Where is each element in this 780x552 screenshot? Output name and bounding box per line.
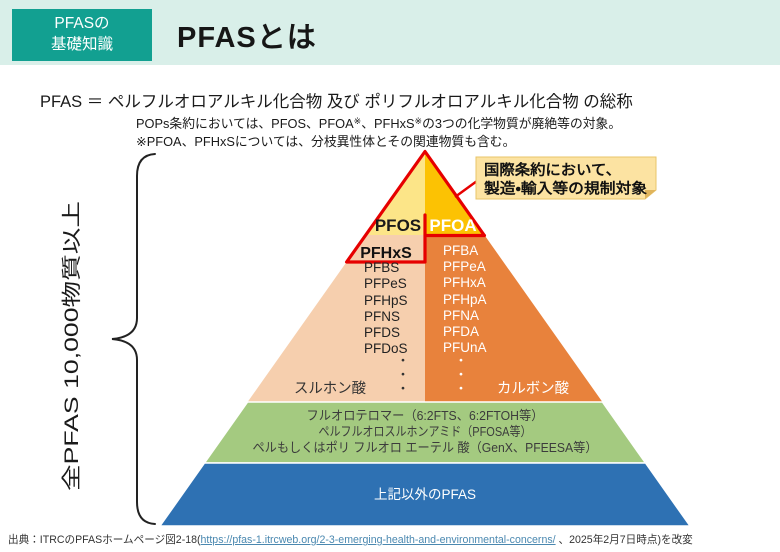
green-band-line: フルオロテロマー（6:2FTS、6:2FTOH等） bbox=[307, 408, 544, 423]
carboxylate-item: PFHpA bbox=[443, 292, 487, 307]
pyramid-blue-band bbox=[158, 462, 692, 527]
note1-b: 、PFHxS bbox=[361, 116, 415, 131]
source-suffix: 、2025年2月7日時点)を改変 bbox=[555, 534, 693, 546]
carboxylate-group-label: カルボン酸 bbox=[497, 380, 569, 397]
blue-band-label: 上記以外のPFAS bbox=[374, 487, 476, 502]
source-note: 出典：ITRCのPFASホームページ図2-18(https://pfas-1.i… bbox=[8, 532, 693, 547]
sulfonate-group-label: スルホン酸 bbox=[294, 380, 366, 397]
sulfonate-item: PFNS bbox=[364, 309, 400, 324]
pfhxs-label: PFHxS bbox=[360, 245, 412, 262]
badge-line2: 基礎知識 bbox=[50, 36, 113, 53]
pfoa-label: PFOA bbox=[429, 216, 476, 235]
carboxylate-ellipsis-dot: ・ bbox=[454, 353, 467, 368]
carboxylate-item: PFDA bbox=[443, 324, 479, 339]
sulfonate-ellipsis-dot: ・ bbox=[396, 381, 409, 396]
note1-sup1: ※ bbox=[353, 116, 362, 126]
definition-notes: POPs条約においては、PFOS、PFOA※、PFHxS※の3つの化学物質が廃絶… bbox=[136, 115, 633, 150]
definition-note1: POPs条約においては、PFOS、PFOA※、PFHxS※の3つの化学物質が廃絶… bbox=[136, 115, 633, 133]
definition-heading: PFAS ＝ ペルフルオロアルキル化合物 及び ポリフルオロアルキル化合物 の総… bbox=[40, 93, 633, 111]
definition-block: PFAS ＝ ペルフルオロアルキル化合物 及び ポリフルオロアルキル化合物 の総… bbox=[40, 88, 633, 150]
source-link[interactable]: https://pfas-1.itrcweb.org/2-3-emerging-… bbox=[200, 534, 556, 546]
sulfonate-item: PFPeS bbox=[364, 276, 407, 291]
regulated-outline bbox=[345, 149, 486, 264]
carboxylate-item: PFNA bbox=[443, 308, 479, 323]
callout-line1: 国際条約において、 bbox=[484, 161, 621, 179]
carboxylate-item: PFUnA bbox=[443, 340, 487, 355]
green-band-line: ペルもしくはポリ フルオロ エーテル 酸（GenX、PFEESA等） bbox=[253, 440, 598, 455]
pfos-label: PFOS bbox=[375, 216, 421, 235]
topic-badge: PFASの 基礎知識 bbox=[12, 9, 152, 61]
sulfonate-ellipsis-dot: ・ bbox=[396, 367, 409, 382]
pyramid-sulfonate-band bbox=[247, 235, 425, 402]
carboxylate-item: PFPeA bbox=[443, 259, 486, 274]
note1-sup2: ※ bbox=[414, 116, 423, 126]
callout-leader-line bbox=[454, 180, 478, 198]
callout-fold-corner bbox=[645, 190, 656, 199]
carboxylate-item: PFBA bbox=[443, 243, 478, 258]
sulfonate-item: PFDoS bbox=[364, 341, 408, 356]
total-pfas-label: 全PFAS 10,000物質以上 bbox=[61, 201, 83, 491]
carboxylate-ellipsis-dot: ・ bbox=[454, 381, 467, 396]
carboxylate-ellipsis-dot: ・ bbox=[454, 367, 467, 382]
sulfonate-item: PFHpS bbox=[364, 293, 408, 308]
header-band: PFASの 基礎知識 PFASとは bbox=[0, 0, 780, 65]
sulfonate-item: PFBS bbox=[364, 260, 399, 275]
badge-line1: PFASの bbox=[54, 15, 110, 33]
pyramid-carboxylate-band bbox=[425, 235, 603, 402]
carboxylate-item: PFHxA bbox=[443, 275, 486, 290]
callout-line2: 製造・輸入等の規制対象 bbox=[483, 180, 648, 198]
sulfonate-ellipsis-dot: ・ bbox=[396, 353, 409, 368]
note1-a: POPs条約においては、PFOS、PFOA bbox=[136, 116, 354, 131]
definition-note2: ※PFOA、PFHxSについては、分枝異性体とその関連物質も含む。 bbox=[136, 133, 516, 149]
note1-c: の3つの化学物質が廃絶等の対象。 bbox=[422, 116, 622, 131]
green-band-line: ペルフルオロスルホンアミド（PFOSA等） bbox=[319, 424, 532, 439]
brace-shape bbox=[111, 153, 156, 525]
sulfonate-item: PFDS bbox=[364, 325, 400, 340]
source-prefix: 出典：ITRCのPFASホームページ図2-18( bbox=[8, 534, 201, 546]
page-title: PFASとは bbox=[177, 22, 317, 54]
